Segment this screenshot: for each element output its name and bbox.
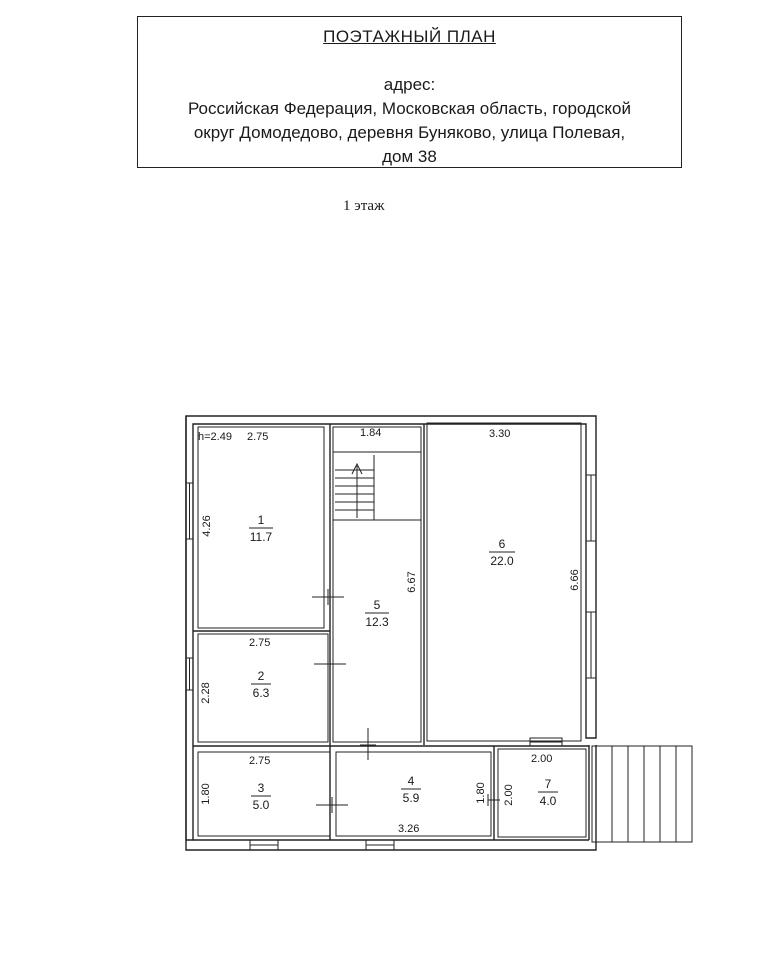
dim-r1-width: 2.75 [247,431,268,443]
address-label: адрес: [383,75,436,94]
height-label: h=2.49 [198,431,232,443]
address-line-1: Российская Федерация, Московская область… [187,99,632,118]
room-1-outline [197,426,325,629]
porch-steps [591,745,693,843]
dim-r6-height: 6.66 [569,569,581,590]
room-2-area: 6.3 [253,686,270,700]
outer-walls [185,415,597,851]
plan-header-box: ПОЭТАЖНЫЙ ПЛАН адрес: Российская Федерац… [137,16,682,168]
dim-stair-width: 1.84 [360,427,381,439]
dim-r5-height: 6.67 [406,571,418,592]
room-6-outline [426,422,582,742]
staircase [335,455,375,520]
room-7-outline [497,748,587,838]
room-1-area: 11.7 [250,530,273,544]
dim-r3-height: 1.80 [200,783,212,804]
room-6-number: 6 [499,537,506,551]
dim-r1-height: 4.26 [201,515,213,536]
dim-r3-width: 2.75 [249,755,270,767]
room-2-outline [197,633,329,743]
room-4-outline [335,751,492,837]
address-line-2: округ Домодедово, деревня Буняково, улиц… [193,123,626,142]
windows [185,474,597,851]
dim-r2-height: 2.28 [200,682,212,703]
room-4-area: 5.9 [403,791,420,805]
address-text: Российская Федерация, Московская область… [146,97,673,169]
dim-r6-width: 3.30 [489,428,510,440]
room-2-number: 2 [258,669,265,683]
floor-label: 1 этаж [343,198,385,214]
room-5-area: 12.3 [365,615,389,629]
room-5-number: 5 [374,598,381,612]
door-marks [312,589,500,813]
dim-r4-height: 1.80 [475,782,487,803]
room-1-number: 1 [258,513,265,527]
room-5-outline [332,519,422,743]
dim-r7-height: 2.00 [503,784,515,805]
room-labels: 1 11.7 2 6.3 3 5.0 4 5.9 5 12.3 6 22.0 7… [249,513,558,812]
room-3-area: 5.0 [253,798,270,812]
room-6-area: 22.0 [490,554,514,568]
interior-walls [193,422,589,840]
dim-r4-width: 3.26 [398,823,419,835]
address-line-3: дом 38 [382,147,437,166]
dim-r7-width: 2.00 [531,753,552,765]
stair-box [332,426,422,521]
room-7-area: 4.0 [540,794,557,808]
plan-title: ПОЭТАЖНЫЙ ПЛАН [323,27,496,46]
dim-r2-width: 2.75 [249,637,270,649]
room-7-number: 7 [545,777,552,791]
room-4-number: 4 [408,774,415,788]
room-3-number: 3 [258,781,265,795]
